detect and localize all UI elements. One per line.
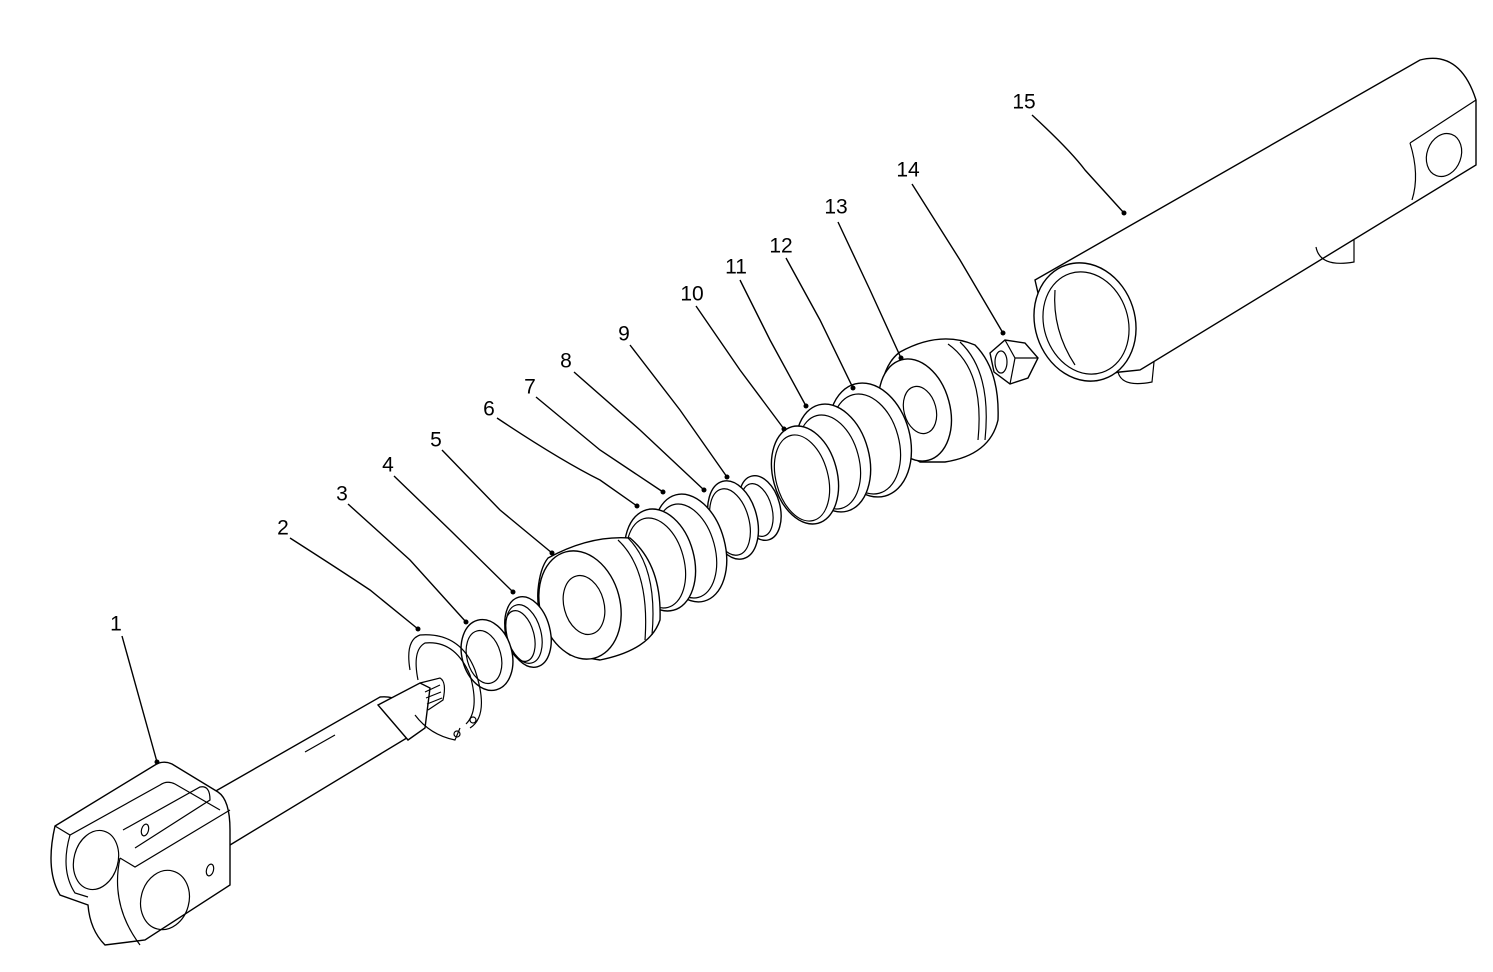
callout-5: 5 [430,428,442,452]
callout-7: 7 [524,375,536,399]
part-10-wear-ring [770,425,840,525]
callout-4: 4 [382,453,394,477]
callout-1: 1 [110,612,122,636]
callout-3: 3 [336,482,348,506]
callout-12: 12 [769,234,793,258]
callout-11: 11 [725,255,747,279]
callout-9: 9 [618,322,630,346]
part-2-snap-ring [408,634,483,741]
callout-13: 13 [824,195,848,219]
callout-8: 8 [560,349,572,373]
leader-lines [121,114,1125,763]
part-5-gland [537,536,661,661]
callout-2: 2 [277,516,289,540]
callout-14: 14 [896,158,920,182]
part-15-barrel [1033,57,1477,385]
part-1-rod-clevis [50,677,446,946]
callout-15: 15 [1012,90,1036,114]
leader-dots [154,210,1127,765]
part-14-lock-nut [989,339,1039,385]
callout-10: 10 [680,282,704,306]
callout-6: 6 [483,397,495,421]
